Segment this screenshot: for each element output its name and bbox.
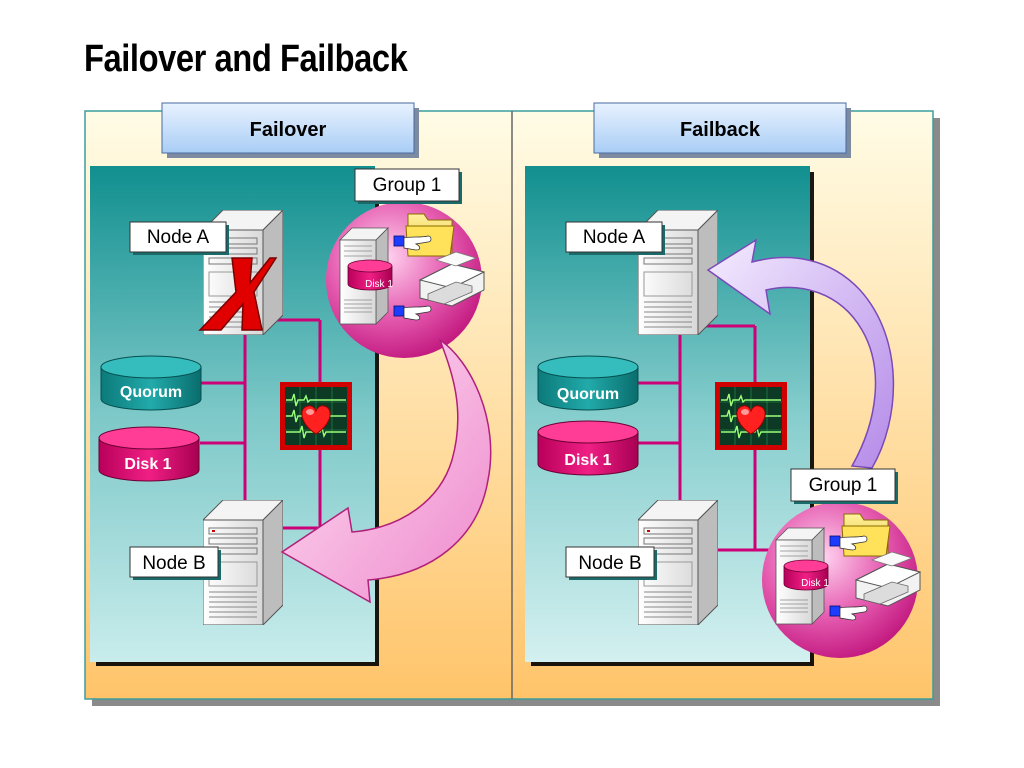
node-b-label-box bbox=[565, 546, 655, 578]
failover-group-disk-label: Disk 1 bbox=[365, 279, 393, 290]
failover-quorum-label: Quorum bbox=[120, 384, 182, 401]
node-a-label-box bbox=[129, 221, 227, 253]
failover-disk-label: Disk 1 bbox=[124, 456, 171, 473]
failback-group-label: Group 1 bbox=[809, 475, 878, 496]
failback-group-label-box bbox=[790, 468, 896, 502]
quorum-disk-icon bbox=[100, 355, 202, 411]
failover-node-b-label: Node B bbox=[142, 553, 205, 574]
heartbeat-monitor-icon bbox=[280, 382, 352, 450]
failback-quorum-label: Quorum bbox=[557, 386, 619, 403]
failover-node-a-label: Node A bbox=[147, 227, 210, 248]
failover-header-box bbox=[161, 102, 415, 154]
node-b-label-box bbox=[129, 546, 219, 578]
failback-header-box bbox=[593, 102, 847, 154]
page-title: Failover and Failback bbox=[84, 38, 408, 80]
failback-arrow-icon bbox=[706, 238, 895, 469]
failback-node-a-label: Node A bbox=[583, 227, 646, 248]
failover-group-label-box bbox=[354, 168, 460, 202]
failover-arrow-icon bbox=[280, 338, 492, 604]
failover-section: Failover Node A Quorum Disk 1 bbox=[90, 102, 492, 666]
failback-disk-label: Disk 1 bbox=[564, 452, 611, 469]
failback-header: Failback bbox=[680, 119, 761, 141]
failback-section: Failback Node A Quorum Disk 1 Node B bbox=[525, 102, 921, 666]
heartbeat-monitor-icon bbox=[715, 382, 787, 450]
failback-node-b-label: Node B bbox=[578, 553, 641, 574]
failure-x-icon bbox=[198, 257, 278, 331]
failover-group-label: Group 1 bbox=[373, 175, 442, 196]
failover-header: Failover bbox=[250, 119, 327, 141]
failback-group-disk-label: Disk 1 bbox=[801, 578, 829, 589]
node-a-label-box bbox=[565, 221, 663, 253]
